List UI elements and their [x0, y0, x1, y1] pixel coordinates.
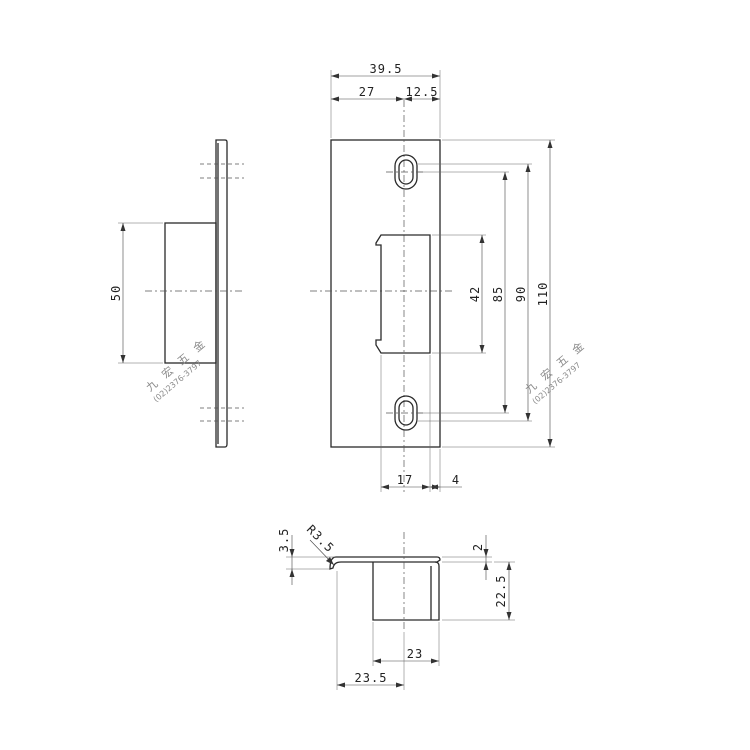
- latch-opening: [375, 234, 431, 354]
- side-box: [164, 222, 217, 364]
- side-flange: [215, 139, 228, 448]
- watermark-left: 九 宏 五 金 (02)2376-3797: [143, 335, 210, 404]
- top-view: 3.5 R3.5 2 22.5 23 23.5: [277, 522, 515, 690]
- dim-27: 27: [359, 85, 375, 99]
- watermark-right: 九 宏 五 金 (02)2376-3797: [522, 337, 589, 406]
- dim-2: 2: [471, 543, 485, 551]
- dim-110: 110: [536, 282, 550, 307]
- dim-90: 90: [514, 286, 528, 302]
- dim-50: 50: [109, 285, 123, 301]
- dim-17: 17: [397, 473, 413, 487]
- dim-22-5: 22.5: [494, 575, 508, 608]
- dim-39-5: 39.5: [370, 62, 403, 76]
- dim-23-5: 23.5: [355, 671, 388, 685]
- dim-r3-5: R3.5: [304, 522, 337, 555]
- dim-4: 4: [452, 473, 460, 487]
- top-box: [372, 561, 440, 621]
- side-view: 50: [109, 139, 245, 448]
- dim-12-5: 12.5: [406, 85, 439, 99]
- dim-23: 23: [407, 647, 423, 661]
- front-view: 42 85 90 110 39.5 27 12.5: [310, 62, 555, 492]
- dim-85: 85: [491, 286, 505, 302]
- dim-3-5: 3.5: [277, 528, 291, 553]
- dim-42: 42: [468, 286, 482, 302]
- strike-plate-outline: [330, 139, 441, 448]
- top-flange: [329, 556, 441, 570]
